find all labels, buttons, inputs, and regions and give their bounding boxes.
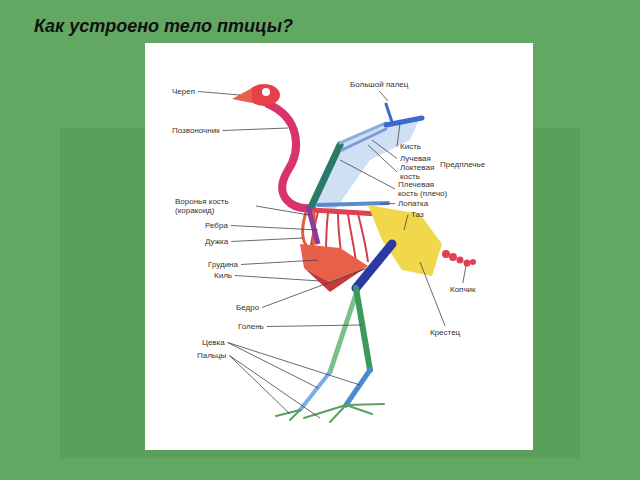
part-label: Таз — [411, 210, 424, 219]
leader-line — [241, 260, 318, 265]
part-label: Воронья кость (коракоид) — [175, 197, 253, 215]
thumb — [386, 104, 392, 122]
scapula — [318, 203, 388, 205]
part-label: Киль — [214, 271, 232, 280]
part-label: Бедро — [236, 303, 259, 312]
part-label: Череп — [172, 87, 195, 96]
part-label: Голень — [238, 322, 264, 331]
leader-line — [397, 123, 400, 147]
leader-line — [372, 140, 397, 159]
leader-line — [223, 128, 288, 131]
part-label: Большой палец — [350, 80, 408, 89]
leader-line — [229, 356, 290, 415]
tibia — [356, 288, 370, 370]
skull — [248, 84, 280, 106]
part-label: Позвоночник — [172, 126, 220, 135]
far-tibia — [330, 288, 358, 372]
part-label: Копчик — [450, 285, 476, 294]
eye-socket — [262, 88, 270, 96]
part-label: Кисть — [400, 142, 421, 151]
leader-line — [198, 92, 240, 96]
far-tarsus — [300, 372, 330, 410]
leader-line — [262, 268, 368, 308]
leader-line — [235, 276, 320, 282]
part-label: Лучевая — [400, 154, 431, 163]
leader-line — [267, 325, 362, 327]
leader-line — [368, 145, 397, 172]
part-label: Дужка — [205, 237, 228, 246]
picture-panel — [145, 43, 533, 450]
leader-line — [380, 203, 395, 205]
part-label: Локтевая кость — [400, 163, 440, 181]
part-label: Ребра — [205, 221, 228, 230]
coracoid — [308, 206, 318, 244]
leader-line — [231, 226, 318, 231]
radius — [342, 129, 386, 150]
part-label: Грудина — [208, 260, 238, 269]
toes — [276, 404, 384, 422]
leader-line — [228, 343, 360, 386]
tarsus — [346, 370, 370, 405]
part-label: Лопатка — [398, 199, 428, 208]
neck-vertebrae — [268, 104, 312, 208]
part-label: Крестец — [430, 328, 460, 337]
leader-line — [256, 206, 309, 215]
leader-line — [231, 238, 303, 242]
part-label: Плечевая кость (плечо) — [398, 180, 454, 198]
leader-line — [463, 266, 466, 283]
leader-line — [228, 343, 318, 389]
leader-line — [420, 262, 445, 326]
part-label: Предплечье — [440, 160, 485, 169]
femur — [356, 244, 392, 288]
leader-line — [379, 91, 388, 101]
part-label: Цевка — [202, 338, 225, 347]
part-label: Пальцы — [197, 351, 226, 360]
leader-line — [340, 160, 395, 189]
slide-title: Как устроено тело птицы? — [34, 16, 293, 37]
humerus — [312, 145, 340, 205]
tail-vertebrae — [442, 250, 476, 267]
leader-line — [229, 356, 320, 419]
leader-line — [404, 215, 408, 231]
beak — [232, 88, 252, 103]
